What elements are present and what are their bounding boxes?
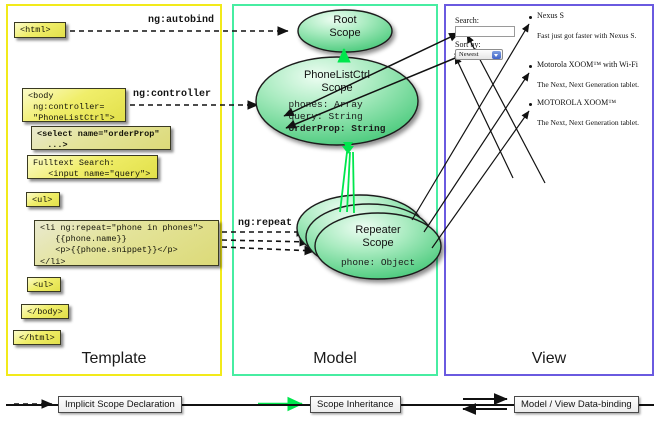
phone-snippet: The Next, Next Generation tablet. [537,80,640,89]
phone-name[interactable]: MOTOROLA XOOM™ [537,98,617,107]
code-box-body-close: </body> [21,304,69,319]
list-bullet [529,16,532,19]
wire-label-ng-autobind: ng:autobind [148,15,215,26]
code-box-html-close: </html> [13,330,61,345]
view-search-label: Search: [455,16,479,25]
code-box-select-tag: <select name="orderProp" ...> [31,126,171,150]
code-box-html-open: <html> [14,22,66,38]
panel-template-label: Template [81,350,147,367]
panel-view-label: View [531,350,567,367]
chevron-down-icon[interactable] [492,51,501,59]
view-sort-label: Sort by: [455,40,481,49]
panel-model: Model [232,4,438,376]
code-box-ul-open: <ul> [26,192,60,207]
legend-item-model-view-data-binding: Model / View Data-binding [514,396,639,413]
code-box-ul-close: <ul> [27,277,61,292]
list-bullet [529,103,532,106]
phone-name[interactable]: Motorola XOOM™ with Wi-Fi [537,60,638,69]
phone-snippet: Fast just got faster with Nexus S. [537,31,637,40]
wire-label-ng-repeat: ng:repeat [238,218,293,229]
legend-item-scope-inheritance: Scope Inheritance [310,396,401,413]
sort-by-selected-value: Newest [459,51,479,58]
wire-label-ng-controller: ng:controller [133,89,212,100]
panel-model-label: Model [313,350,357,367]
code-box-search-input: Fulltext Search: <input name="query"> [27,155,158,179]
phone-name[interactable]: Nexus S [537,11,564,20]
code-box-li-repeat: <li ng:repeat="phone in phones"> {{phone… [34,220,219,267]
sort-by-select[interactable]: Newest [455,49,503,60]
code-box-body-open: <body ng:controller= "PhoneListCtrl"> [22,88,126,123]
legend: Implicit Scope Declaration Scope Inherit… [0,384,660,421]
panel-template: Template [6,4,222,376]
list-bullet [529,65,532,68]
search-input[interactable] [455,26,515,37]
legend-item-implicit-scope-declaration: Implicit Scope Declaration [58,396,182,413]
phone-snippet: The Next, Next Generation tablet. [537,118,640,127]
